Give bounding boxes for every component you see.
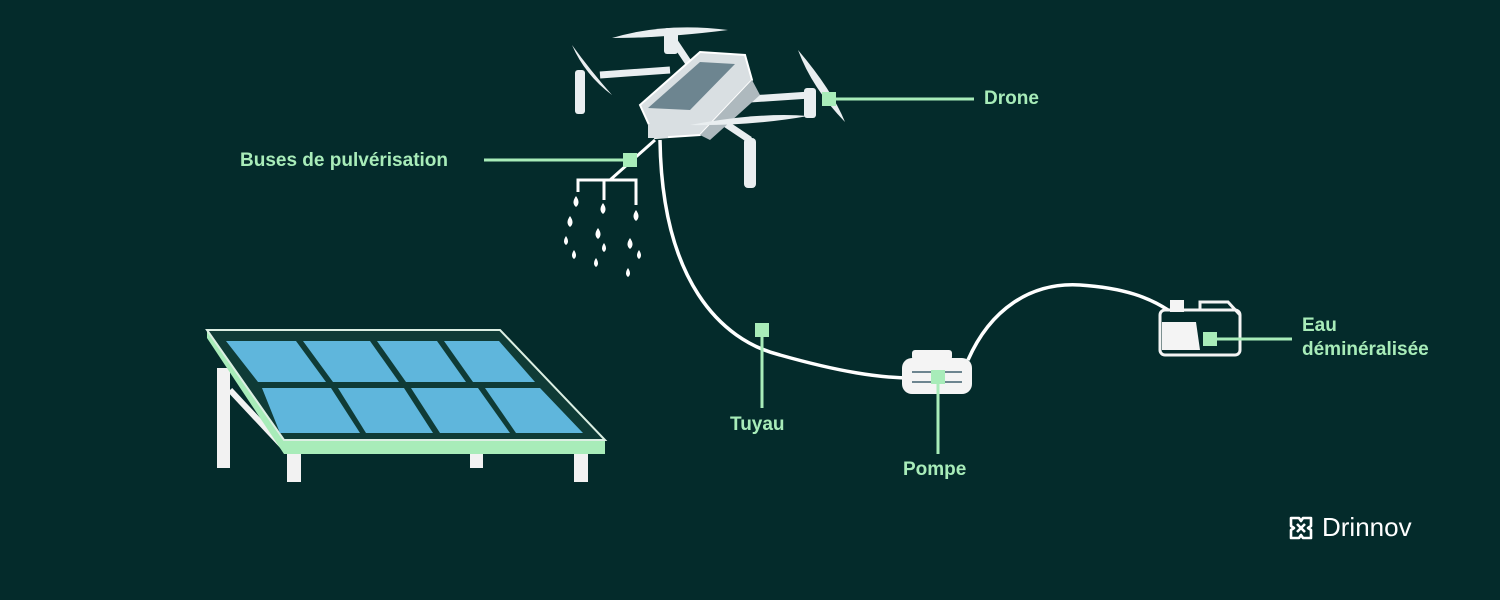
- water-label-line1: Eau: [1302, 315, 1337, 336]
- callout-water: [1203, 332, 1292, 346]
- spray-nozzles-label: Buses de pulvérisation: [240, 150, 449, 171]
- spray-nozzles: [576, 138, 656, 205]
- callout-pump: [931, 370, 945, 454]
- callout-hose: [755, 323, 769, 408]
- water-tank: [1158, 300, 1242, 357]
- solar-panel: [205, 329, 608, 482]
- water-label-line2: déminéralisée: [1302, 339, 1429, 360]
- water-droplets: [564, 196, 641, 277]
- callout-nozzles: [484, 153, 637, 167]
- hose-drone-to-pump: [658, 139, 913, 380]
- hose-label: Tuyau: [730, 414, 785, 435]
- brand-logo: Drinnov: [1288, 512, 1412, 543]
- brand-name: Drinnov: [1322, 512, 1412, 542]
- callout-drone: [822, 92, 974, 106]
- hose-pump-to-tank: [966, 283, 1169, 361]
- drinnov-mark-icon: [1289, 516, 1313, 539]
- pump-label: Pompe: [903, 459, 967, 480]
- drone-label: Drone: [984, 88, 1039, 109]
- demineralized-water-label: Eau déminéralisée: [1302, 314, 1472, 362]
- drone: [572, 27, 845, 188]
